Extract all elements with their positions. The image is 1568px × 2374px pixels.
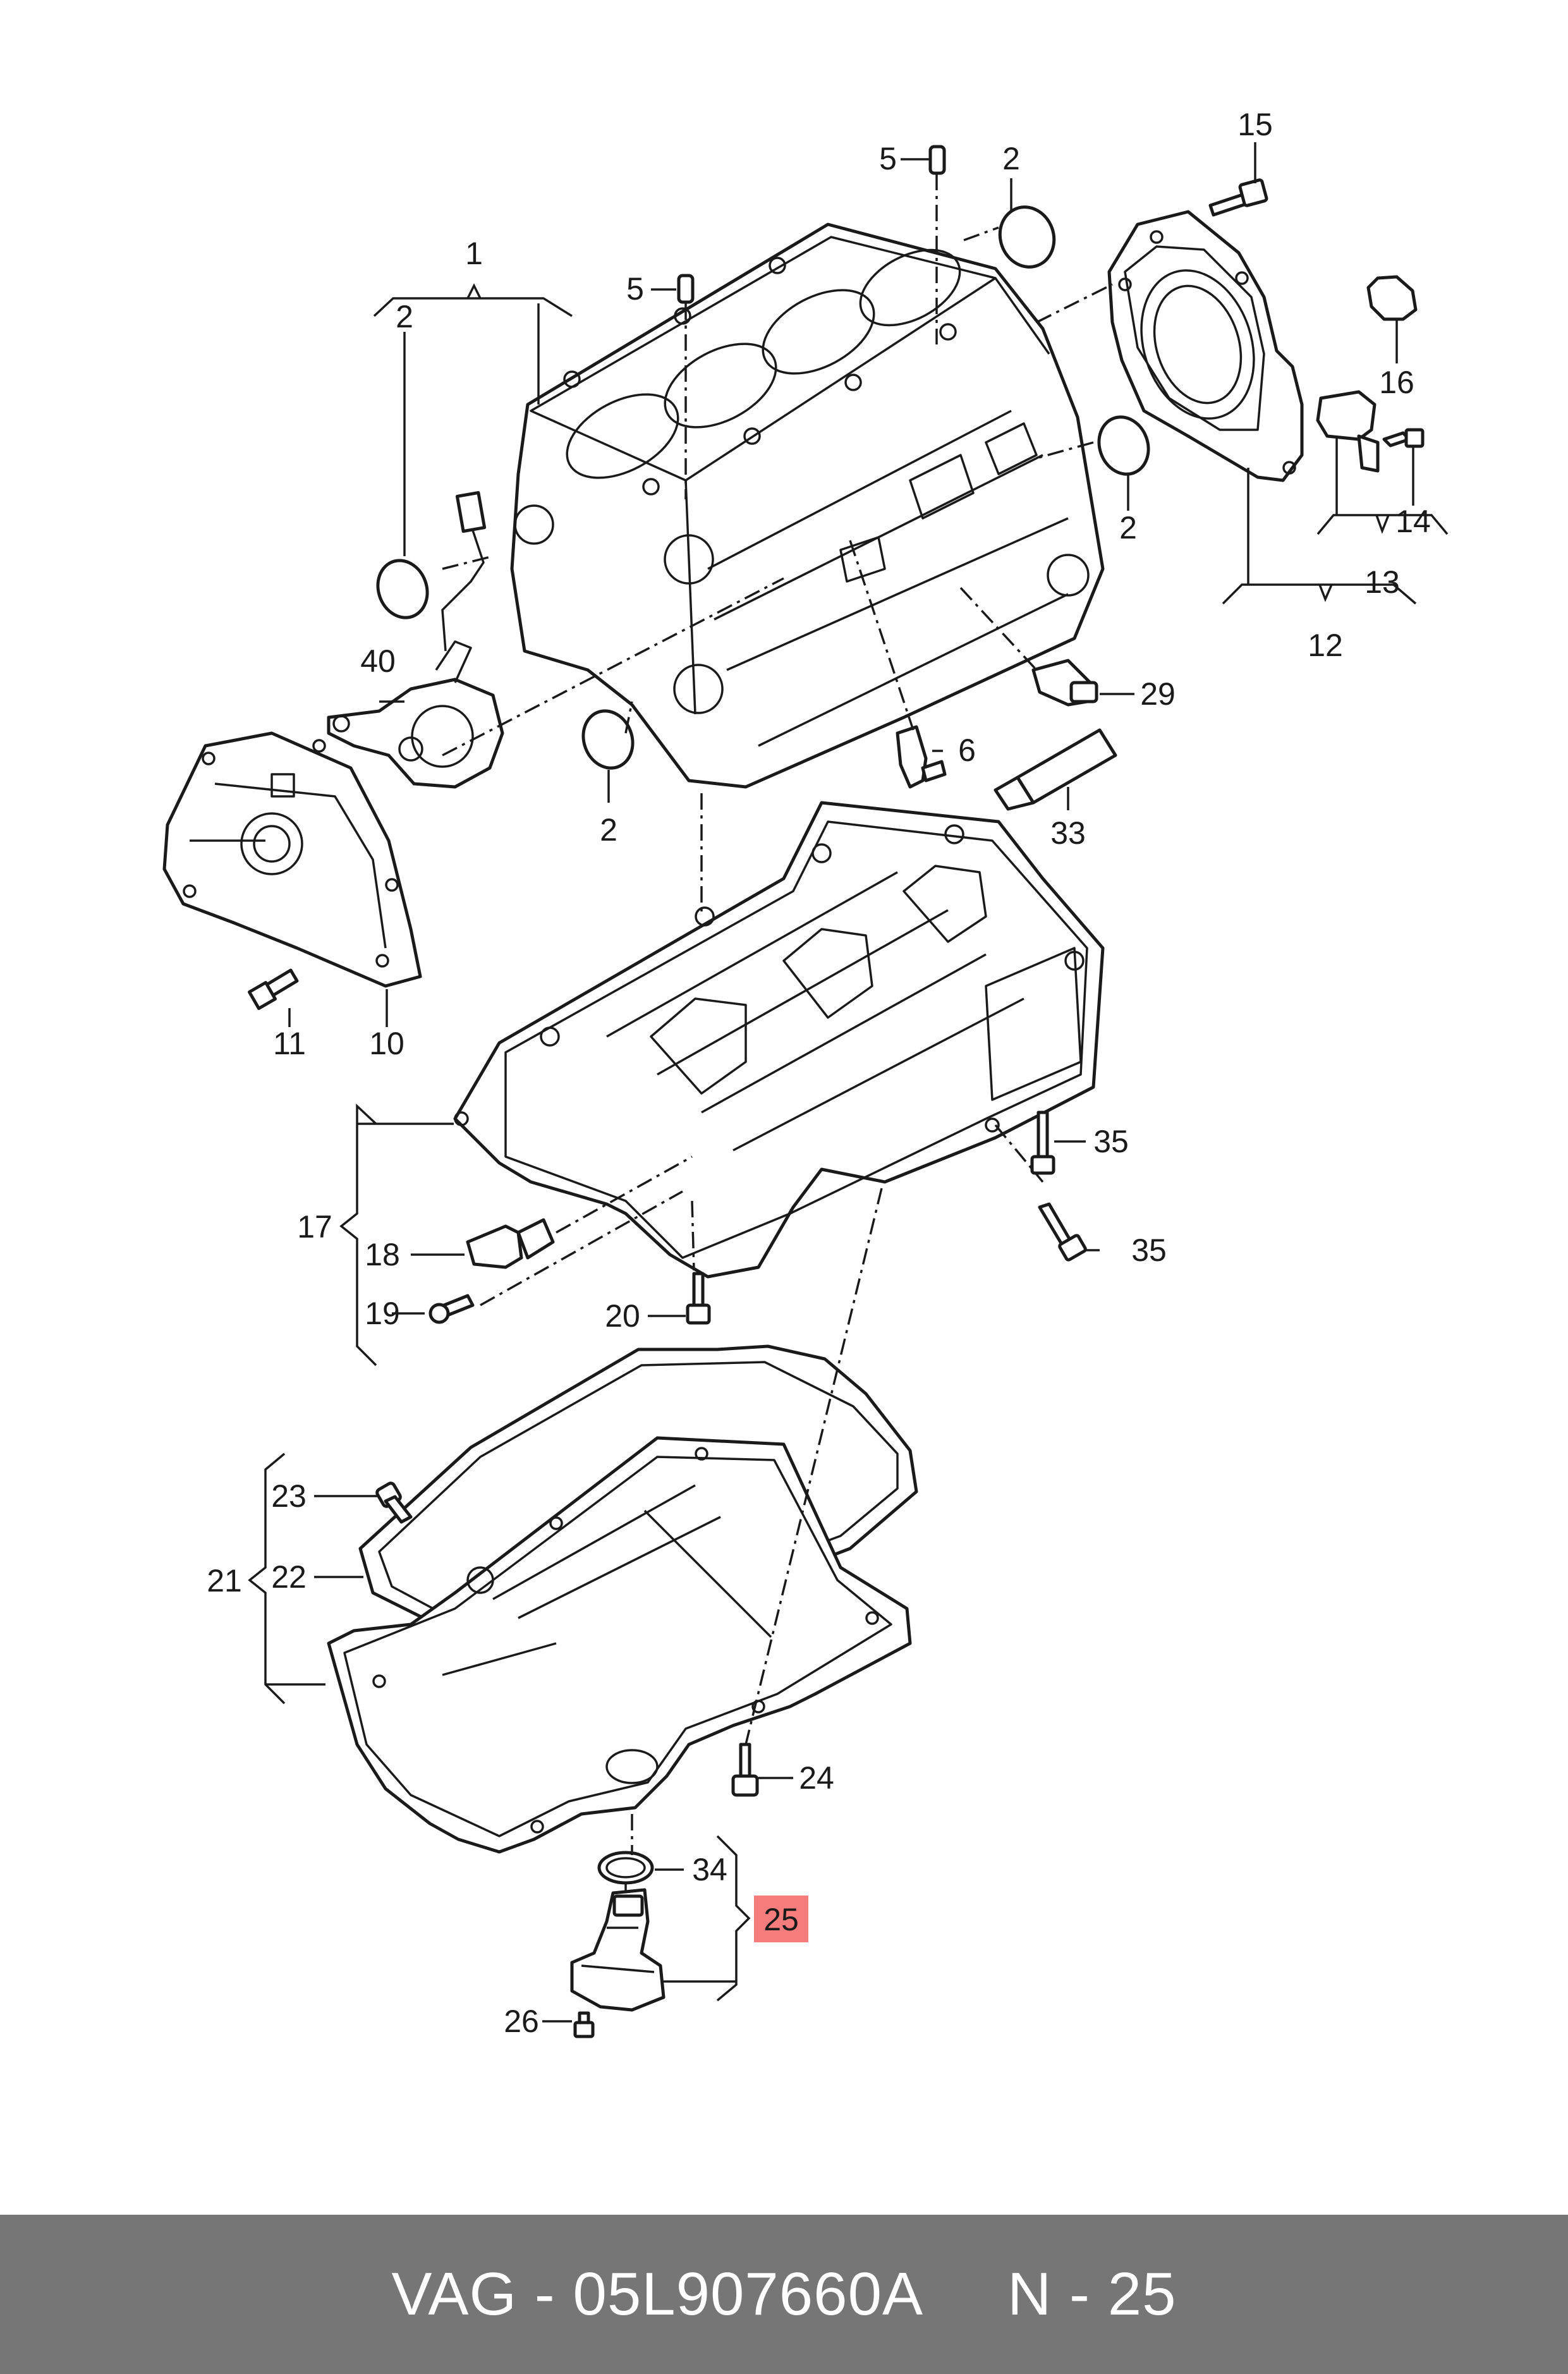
callout-14: 14 [1395, 504, 1431, 539]
sealing-flange-12 [1107, 178, 1425, 482]
callout-18: 18 [365, 1237, 400, 1272]
callout-19: 19 [365, 1296, 400, 1331]
footer-bar: VAG - 05L907660A N - 25 [0, 2215, 1568, 2374]
callout-5-top: 5 [879, 141, 897, 176]
assembly-axis-lines [442, 174, 1113, 1893]
leader-lines [248, 142, 1449, 2023]
oil-pan-upper-17 [428, 801, 1105, 1325]
callout-29: 29 [1140, 676, 1176, 712]
callout-labels: 1 2 2 2 2 5 5 6 10 11 12 13 14 15 16 17 … [207, 107, 1431, 2039]
callout-11: 11 [273, 1026, 306, 1061]
callout-33: 33 [1050, 815, 1086, 851]
callout-20: 20 [605, 1298, 640, 1334]
callout-34: 34 [692, 1852, 727, 1887]
oil-pan-lower-21 [327, 1436, 912, 1854]
pressure-switch-29 [1031, 659, 1098, 707]
callout-1: 1 [465, 236, 483, 271]
callout-24: 24 [799, 1760, 834, 1796]
callout-15: 15 [1237, 107, 1273, 142]
parts-diagram: 1 2 2 2 2 5 5 6 10 11 12 13 14 15 16 17 … [162, 107, 1449, 2039]
nozzle-6 [896, 725, 947, 789]
engine-block [510, 222, 1105, 789]
callout-35-lower: 35 [1131, 1233, 1167, 1268]
callout-2-lower: 2 [600, 812, 617, 848]
vacuum-pump-40 [327, 490, 504, 789]
callout-23: 23 [271, 1478, 307, 1514]
callout-2-top: 2 [1002, 141, 1020, 176]
callout-16: 16 [1379, 365, 1414, 400]
callout-35-upper: 35 [1093, 1124, 1129, 1159]
callout-26: 26 [504, 2004, 539, 2039]
callout-2-left: 2 [396, 299, 413, 334]
callout-5-left: 5 [626, 271, 644, 307]
callout-13: 13 [1364, 564, 1400, 600]
callout-40: 40 [360, 643, 396, 679]
callout-25: 25 [763, 1902, 799, 1937]
callout-10: 10 [369, 1026, 404, 1061]
callout-25-highlight [754, 1896, 808, 1942]
callout-17: 17 [297, 1209, 332, 1245]
dowel-pins-5 [677, 145, 946, 304]
part-number-caption: VAG - 05L907660A N - 25 [391, 2260, 1177, 2328]
sealant-tube-33 [994, 728, 1117, 811]
oil-level-sensor-25 [570, 1851, 665, 2038]
callout-6: 6 [958, 733, 976, 768]
callout-12: 12 [1308, 628, 1343, 663]
sealing-flange-10 [162, 731, 422, 1010]
callout-2-right: 2 [1119, 510, 1137, 545]
callout-22: 22 [271, 1559, 307, 1595]
sealing-plugs-2 [376, 205, 1150, 770]
callout-21: 21 [207, 1563, 242, 1598]
